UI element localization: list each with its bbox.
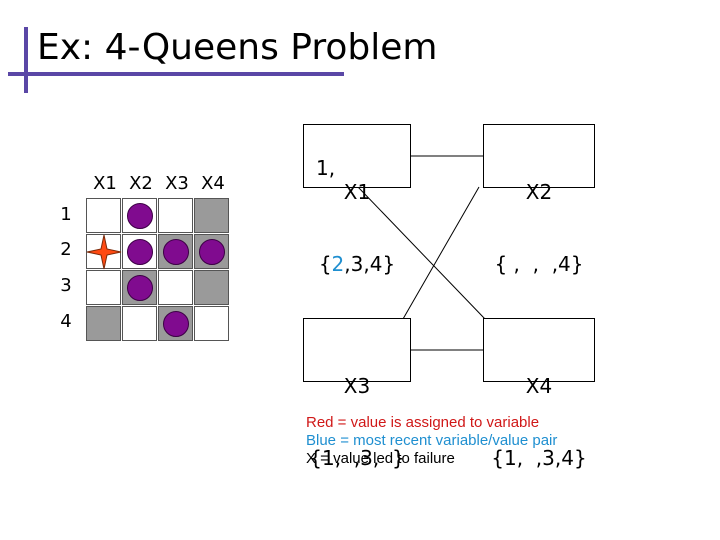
node-x4: X4 {1, ,3,4} xyxy=(483,318,595,470)
queen-r1-c2 xyxy=(127,203,153,229)
queen-r3-c2 xyxy=(127,275,153,301)
node-x2-label: X2 xyxy=(525,180,553,204)
board-cell-r4-c1 xyxy=(86,306,121,341)
node-x1-label: X1 xyxy=(343,180,371,204)
legend-red: Red = value is assigned to variable xyxy=(306,414,540,431)
column-label-x1: X1 xyxy=(93,173,117,194)
row-label-2: 2 xyxy=(60,239,72,260)
node-x1-domain-pre: { xyxy=(318,252,332,276)
board-cell-r1-c3 xyxy=(158,198,193,233)
node-x2: X2 { , , ,4} xyxy=(483,124,595,276)
board-cell-r3-c4 xyxy=(194,270,229,305)
node-x4-label: X4 xyxy=(525,374,553,398)
board-cell-r4-c2 xyxy=(122,306,157,341)
queen-r4-c3 xyxy=(163,311,189,337)
node-x1-domain-post: ,3,4} xyxy=(344,252,396,276)
row-label-1: 1 xyxy=(60,204,72,225)
node-x3-label: X3 xyxy=(343,374,371,398)
column-label-x2: X2 xyxy=(129,173,153,194)
board-cell-r3-c3 xyxy=(158,270,193,305)
row-label-3: 3 xyxy=(60,275,72,296)
board-cell-r4-c4 xyxy=(194,306,229,341)
board-cell-r1-c4 xyxy=(194,198,229,233)
row-label-4: 4 xyxy=(60,311,72,332)
edge-x2-x3 xyxy=(402,186,480,320)
node-x1: X1 {2,3,4} 1, xyxy=(303,124,411,276)
board-cell-r3-c1 xyxy=(86,270,121,305)
node-x1-domain: {2,3,4} xyxy=(304,252,410,276)
node-x3: X3 {1, ,3, } xyxy=(303,318,411,470)
title-accent-vertical-bar xyxy=(24,27,28,93)
legend-x: X = value led to failure xyxy=(306,450,455,467)
chess-board xyxy=(86,198,230,342)
node-x2-domain: { , , ,4} xyxy=(494,252,584,276)
column-label-x3: X3 xyxy=(165,173,189,194)
board-cell-r1-c1 xyxy=(86,198,121,233)
node-x3-domain: {1, ,3, } xyxy=(309,446,405,470)
queen-r2-c2 xyxy=(127,239,153,265)
legend-blue: Blue = most recent variable/value pair xyxy=(306,432,558,449)
slide-title: Ex: 4-Queens Problem xyxy=(37,27,438,68)
assigned-value-star-icon xyxy=(86,234,122,270)
node-x1-domain-blue-value: 2 xyxy=(331,252,345,276)
title-accent-horizontal-bar xyxy=(8,72,344,76)
column-label-x4: X4 xyxy=(201,173,225,194)
queen-r2-c3 xyxy=(163,239,189,265)
edge-x1-x4 xyxy=(357,186,486,320)
node-x4-domain: {1, ,3,4} xyxy=(491,446,587,470)
legend: Red = value is assigned to variable Blue… xyxy=(306,414,557,468)
node-x1-failed-value: 1, xyxy=(316,156,336,180)
queen-r2-c4 xyxy=(199,239,225,265)
